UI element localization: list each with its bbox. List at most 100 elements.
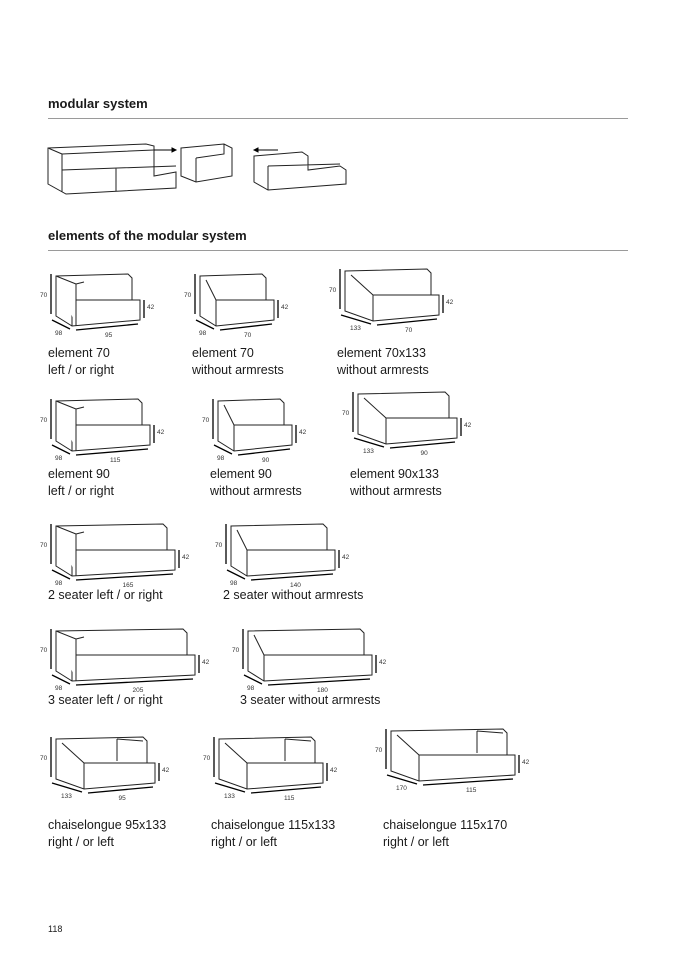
dim-width: 115 xyxy=(466,787,477,794)
dim-width: 165 xyxy=(122,582,134,589)
element-name: 2 seater left / or right xyxy=(48,588,163,602)
dim-height: 70 xyxy=(203,755,211,762)
dim-width: 180 xyxy=(317,687,328,694)
module-element: 70 42 133 95 chaiselongue 95x133 right /… xyxy=(40,733,169,849)
sofa-diagram: 70 42 98 90 xyxy=(202,395,306,464)
sofa-diagram: 70 42 133 115 xyxy=(203,733,337,802)
dim-seat-height: 42 xyxy=(202,659,210,666)
dim-width: 70 xyxy=(405,327,413,334)
element-variant: without armrests xyxy=(350,484,442,498)
dim-width: 115 xyxy=(110,457,121,464)
dim-depth: 98 xyxy=(55,580,63,587)
dim-seat-height: 42 xyxy=(182,554,190,561)
dim-height: 70 xyxy=(40,292,48,299)
dim-depth: 98 xyxy=(247,685,255,692)
element-name: 3 seater left / or right xyxy=(48,693,163,707)
element-variant: right / or left xyxy=(211,835,277,849)
element-name: 3 seater without armrests xyxy=(240,693,381,707)
element-variant: without armrests xyxy=(192,363,284,377)
element-name: element 90x133 xyxy=(350,467,439,481)
element-name: element 70x133 xyxy=(337,346,426,360)
module-element: 70 42 98 180 3 seater without armrests xyxy=(232,625,386,707)
element-name: chaiselongue 95x133 xyxy=(48,818,167,832)
sofa-diagram: 70 42 98 180 xyxy=(232,625,386,694)
dim-depth: 98 xyxy=(55,330,63,337)
dim-depth: 98 xyxy=(230,580,238,587)
dim-depth: 98 xyxy=(199,330,207,337)
dim-seat-height: 42 xyxy=(162,767,170,774)
module-element: 70 42 98 140 2 seater without armrests xyxy=(215,520,363,602)
module-element: 70 42 133 90 element 90x133 without armr… xyxy=(342,388,471,498)
element-variant: left / or right xyxy=(48,484,114,498)
element-name: element 90 xyxy=(210,467,272,481)
sofa-diagram: 70 42 98 115 xyxy=(40,395,164,464)
element-name: 2 seater without armrests xyxy=(223,588,364,602)
dim-height: 70 xyxy=(375,747,383,754)
dim-depth: 133 xyxy=(61,793,72,800)
section-title-modular-system: modular system xyxy=(48,96,148,111)
dim-height: 70 xyxy=(215,542,223,549)
dim-seat-height: 42 xyxy=(299,429,307,436)
dim-height: 70 xyxy=(202,417,210,424)
dim-width: 115 xyxy=(284,795,295,802)
sofa-diagram: 70 42 133 90 xyxy=(342,388,471,457)
page-number: 118 xyxy=(48,924,63,934)
dim-seat-height: 42 xyxy=(330,767,338,774)
element-variant: without armrests xyxy=(210,484,302,498)
dim-depth: 133 xyxy=(350,325,361,332)
dim-seat-height: 42 xyxy=(157,429,165,436)
sofa-diagram: 70 42 98 140 xyxy=(215,520,349,589)
module-element: 70 42 133 115 chaiselongue 115x133 right… xyxy=(203,733,337,849)
dim-seat-height: 42 xyxy=(464,422,472,429)
dim-depth: 170 xyxy=(396,785,407,792)
sofa-diagram: 70 42 98 205 xyxy=(40,625,209,694)
element-name: chaiselongue 115x133 xyxy=(211,818,336,832)
element-name: chaiselongue 115x170 xyxy=(383,818,508,832)
dim-height: 70 xyxy=(40,647,48,654)
sofa-diagram: 70 42 133 70 xyxy=(329,265,453,334)
dim-depth: 98 xyxy=(55,685,63,692)
sofa-diagram: 70 42 98 70 xyxy=(184,270,288,339)
dim-width: 205 xyxy=(132,687,144,694)
dim-height: 70 xyxy=(184,292,192,299)
dim-width: 90 xyxy=(262,457,270,464)
dim-width: 95 xyxy=(118,795,126,802)
element-variant: without armrests xyxy=(337,363,429,377)
sofa-diagram: 70 42 98 95 xyxy=(40,270,154,339)
dim-width: 90 xyxy=(420,450,428,457)
dim-depth: 133 xyxy=(224,793,235,800)
dim-width: 70 xyxy=(244,332,252,339)
dim-seat-height: 42 xyxy=(446,299,454,306)
dim-height: 70 xyxy=(232,647,240,654)
sofa-diagram: 70 42 133 95 xyxy=(40,733,169,802)
dim-seat-height: 42 xyxy=(379,659,387,666)
dim-height: 70 xyxy=(342,410,350,417)
dim-width: 95 xyxy=(105,332,113,339)
module-element: 70 42 98 115 element 90 left / or right xyxy=(40,395,164,498)
sofa-diagram: 70 42 170 115 xyxy=(375,725,529,794)
dim-seat-height: 42 xyxy=(281,304,289,311)
element-name: element 70 xyxy=(192,346,254,360)
dim-seat-height: 42 xyxy=(522,759,530,766)
dim-height: 70 xyxy=(40,755,48,762)
module-element: 70 42 98 70 element 70 without armrests xyxy=(184,270,288,377)
dim-seat-height: 42 xyxy=(147,304,155,311)
divider xyxy=(48,118,628,119)
module-element: 70 42 170 115 chaiselongue 115x170 right… xyxy=(375,725,529,849)
module-element: 70 42 98 205 3 seater left / or right xyxy=(40,625,209,707)
dim-depth: 98 xyxy=(217,455,225,462)
dim-depth: 133 xyxy=(363,448,374,455)
sofa-diagram: 70 42 98 165 xyxy=(40,520,189,589)
element-name: element 90 xyxy=(48,467,110,481)
element-variant: right / or left xyxy=(48,835,114,849)
element-variant: right / or left xyxy=(383,835,449,849)
dim-seat-height: 42 xyxy=(342,554,350,561)
modular-system-illustration xyxy=(47,143,347,195)
element-name: element 70 xyxy=(48,346,110,360)
module-element: 70 42 98 95 element 70 left / or right xyxy=(40,270,154,377)
dim-width: 140 xyxy=(290,582,301,589)
module-element: 70 42 98 90 element 90 without armrests xyxy=(202,395,306,498)
divider xyxy=(48,250,628,251)
element-variant: left / or right xyxy=(48,363,114,377)
dim-height: 70 xyxy=(40,417,48,424)
